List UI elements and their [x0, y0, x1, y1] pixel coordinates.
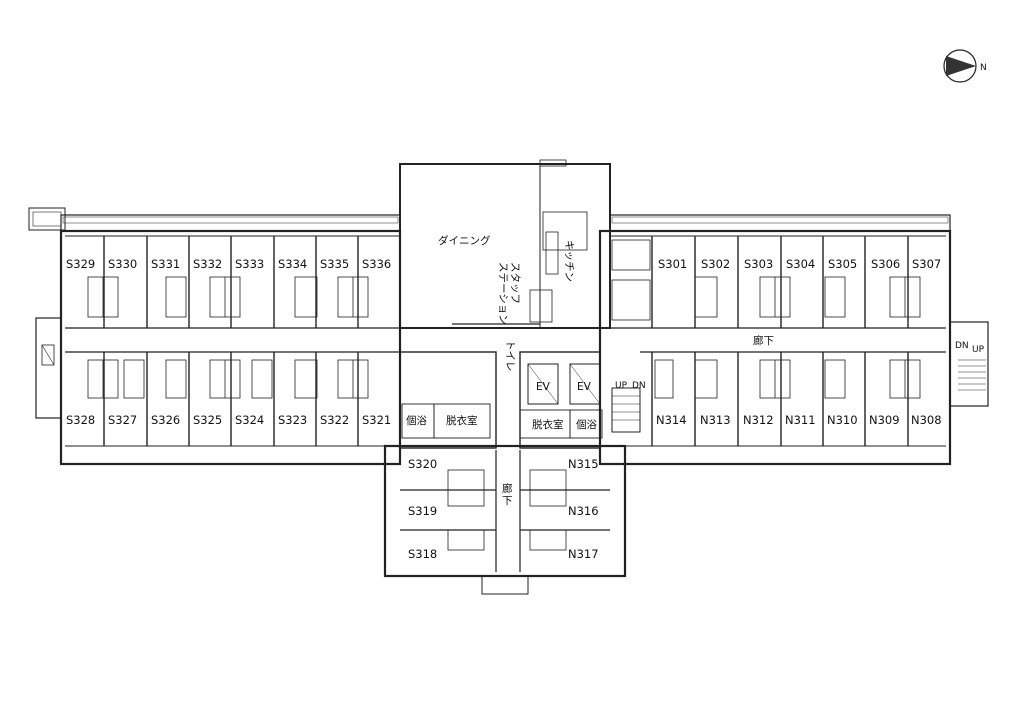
room-label: S325: [193, 413, 222, 427]
stair-down-label: DN: [632, 381, 646, 391]
room-label: S335: [320, 257, 349, 271]
room-label: N316: [568, 504, 599, 518]
core-lower-walls: [399, 351, 641, 449]
room-label: S319: [408, 504, 437, 518]
room-label: S331: [151, 257, 180, 271]
room-label: S334: [278, 257, 307, 271]
toilet-label: トイレ: [504, 340, 516, 372]
room-label: S301: [658, 257, 687, 271]
left-annex: [35, 317, 62, 419]
room-label: N312: [743, 413, 774, 427]
room-labels-south-bottom: S328 S327 S326 S325 S324 S323 S322 S321: [66, 413, 391, 427]
room-label: S302: [701, 257, 730, 271]
room-label: S306: [871, 257, 900, 271]
room-label: S307: [912, 257, 941, 271]
corridor-wing-label-2: 下: [502, 495, 513, 507]
room-label: S328: [66, 413, 95, 427]
corridor-label: 廊下: [753, 334, 774, 347]
room-label: S324: [235, 413, 264, 427]
bath-label-2: 個浴: [576, 418, 597, 431]
balcony-left: [28, 207, 66, 231]
staff-station-label-2: ステーション: [497, 262, 509, 325]
room-labels-north-top: S301 S302 S303 S304 S305 S306 S307: [658, 257, 941, 271]
room-label: S323: [278, 413, 307, 427]
ev-label-1: EV: [536, 381, 551, 393]
room-label: S305: [828, 257, 857, 271]
room-label: S326: [151, 413, 180, 427]
room-label: N315: [568, 457, 599, 471]
room-label: S303: [744, 257, 773, 271]
room-label: S322: [320, 413, 349, 427]
kitchen-label: キッチン: [563, 240, 575, 282]
room-label: N308: [911, 413, 942, 427]
stair-down-label-right: DN: [955, 341, 969, 351]
right-stair: [949, 321, 989, 407]
room-label: S318: [408, 547, 437, 561]
north-room-fixtures: [654, 276, 921, 399]
north-rooms-top: [609, 236, 909, 328]
room-label: S320: [408, 457, 437, 471]
room-label: S336: [362, 257, 391, 271]
room-label: S304: [786, 257, 815, 271]
bath-label-1: 個浴: [406, 414, 427, 427]
room-label: S327: [108, 413, 137, 427]
room-labels-south-top: S329 S330 S331 S332 S333 S334 S335 S336: [66, 257, 391, 271]
south-room-fixtures: [87, 276, 369, 399]
central-wing-walls: [383, 444, 627, 595]
room-label: N309: [869, 413, 900, 427]
south-rooms-top: [103, 236, 401, 328]
stair-up-label: UP: [615, 381, 628, 391]
room-label: N313: [700, 413, 731, 427]
stair-up-label-right: UP: [972, 345, 985, 355]
room-labels-north-bottom: N314 N313 N312 N311 N310 N309 N308: [656, 413, 942, 427]
room-label: S321: [362, 413, 391, 427]
staff-station-label: スタッフ: [509, 262, 521, 304]
dining-label: ダイニング: [438, 234, 491, 247]
room-label: N310: [827, 413, 858, 427]
corridor-wing-label-1: 廊: [502, 482, 513, 495]
north-rooms-bottom: [651, 352, 909, 446]
dressing-label-2: 脱衣室: [532, 418, 564, 431]
room-label: S332: [193, 257, 222, 271]
dressing-label-1: 脱衣室: [446, 414, 478, 427]
room-label: N314: [656, 413, 687, 427]
north-compass-icon: N: [943, 49, 987, 83]
room-label: S330: [108, 257, 137, 271]
room-label: N311: [785, 413, 816, 427]
ev-label-2: EV: [577, 381, 592, 393]
room-label: S333: [235, 257, 264, 271]
room-label: N317: [568, 547, 599, 561]
compass-label: N: [980, 63, 987, 73]
room-labels-wing: S320 S319 S318 N315 N316 N317: [408, 457, 599, 561]
room-label: S329: [66, 257, 95, 271]
